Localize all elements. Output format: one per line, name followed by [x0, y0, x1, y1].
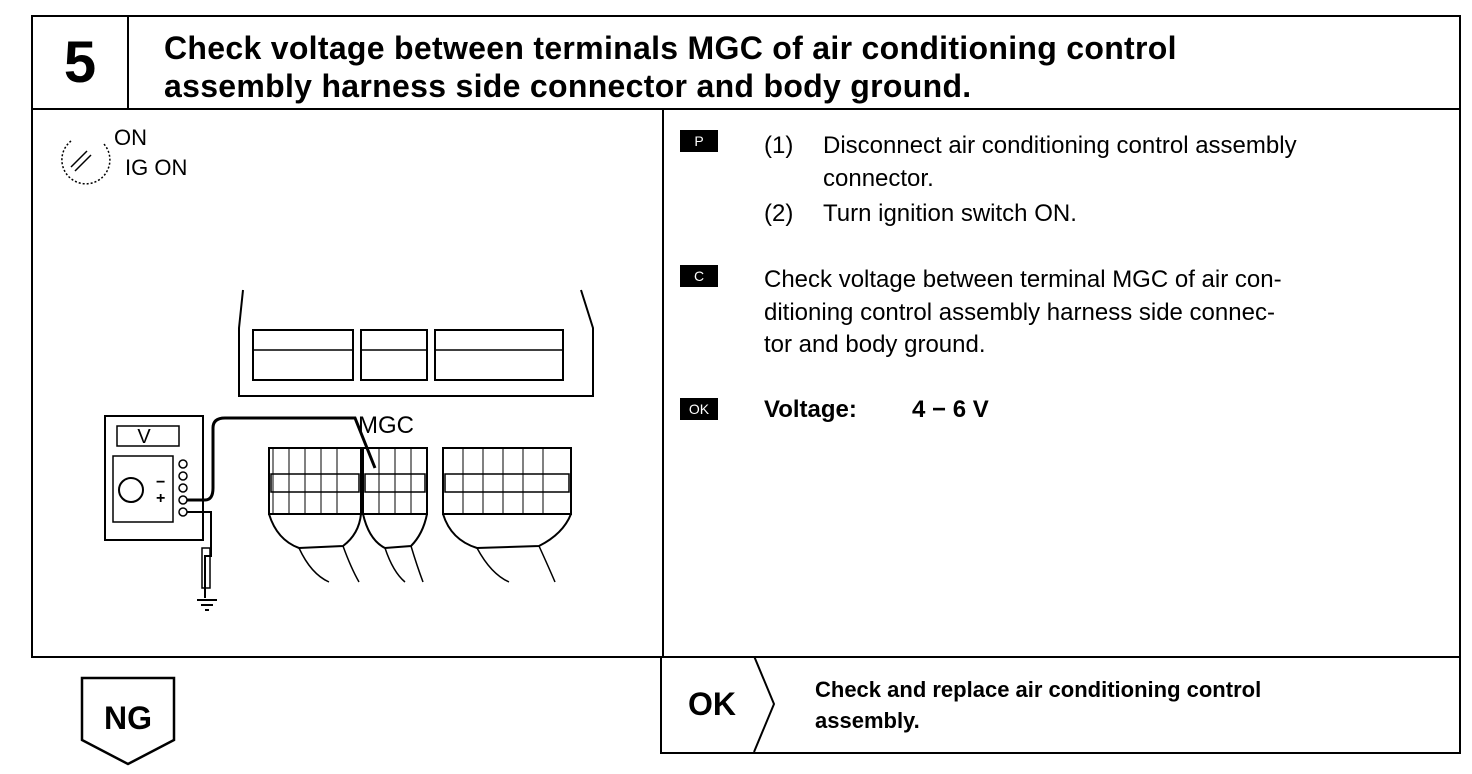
ok-action-line-1: Check and replace air conditioning contr… [815, 677, 1262, 702]
ok-arrow-shape [753, 656, 776, 752]
illustration-panel: ON IG ON [33, 108, 662, 656]
check-line-3: tor and body ground. [764, 331, 986, 358]
meter-label: V [137, 426, 151, 448]
column-divider [662, 108, 664, 656]
step-number: 5 [33, 17, 129, 108]
meter-minus-label: − [156, 474, 166, 491]
connector-diagram [104, 289, 594, 611]
spec-label: Voltage: [764, 396, 857, 423]
procedure-step-2-number: (2) [764, 200, 794, 227]
check-badge: C [680, 265, 718, 287]
check-line-1: Check voltage between terminal MGC of ai… [764, 266, 1282, 293]
ign-on-label: ON [114, 125, 147, 150]
step-title: Check voltage between terminals MGC of a… [164, 29, 1424, 105]
ign-ig-on-label: IG ON [125, 155, 188, 180]
procedure-step-2-line-1: Turn ignition switch ON. [823, 200, 1077, 227]
mgc-terminal-label: MGC [358, 412, 414, 439]
ng-pentagon-shape [80, 676, 176, 766]
procedure-step-1-number: (1) [764, 132, 794, 159]
step-body: ON IG ON [31, 108, 1461, 658]
check-line-2: ditioning control assembly harness side … [764, 299, 1275, 326]
ok-result-box: OK Check and replace air conditioning co… [660, 656, 1461, 754]
ok-action-line-2: assembly. [815, 708, 920, 733]
procedure-step-1-line-2: connector. [823, 165, 934, 192]
instructions-panel: P (1) Disconnect air conditioning contro… [664, 108, 1461, 656]
ok-badge: OK [680, 398, 718, 420]
meter-plus-label: + [156, 490, 166, 507]
ok-label: OK [688, 686, 736, 722]
ignition-switch-icon [61, 140, 111, 185]
procedure-badge: P [680, 130, 718, 152]
procedure-step-1-line-1: Disconnect air conditioning control asse… [823, 132, 1297, 159]
step-header: 5 Check voltage between terminals MGC of… [31, 15, 1461, 110]
step-title-line-2: assembly harness side connector and body… [164, 68, 972, 104]
ng-label: NG [104, 700, 152, 736]
step-title-line-1: Check voltage between terminals MGC of a… [164, 30, 1177, 66]
spec-value: 4 − 6 V [912, 396, 989, 423]
